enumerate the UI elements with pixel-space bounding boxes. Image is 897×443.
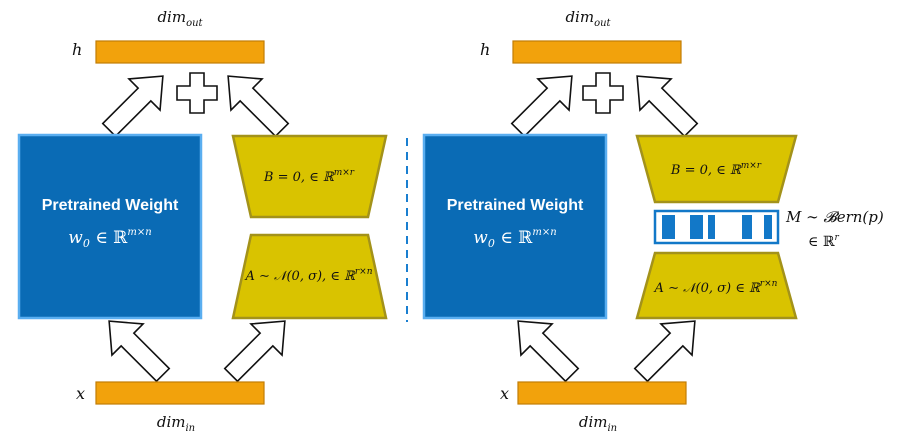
right-b-matrix xyxy=(635,134,798,204)
left-h-label: h xyxy=(72,40,82,59)
right-a-matrix xyxy=(635,251,798,320)
left-pretrained-title: Pretrained Weight xyxy=(42,197,179,214)
mask-cell xyxy=(662,215,675,239)
right-x-label: x xyxy=(500,384,509,403)
left-plus-sign xyxy=(176,72,218,114)
left-a-matrix xyxy=(231,233,388,320)
left-pretrained-weight-block xyxy=(17,133,203,320)
right-dim-in-label: dimin xyxy=(579,413,617,434)
left-panel: dimout h Pretrained Weight w0 ∈ ℝm×n B =… xyxy=(17,8,388,434)
left-w0-formula: w0 ∈ ℝm×n xyxy=(68,227,151,250)
left-input-bar xyxy=(95,381,265,405)
right-a-formula: A ∼ 𝒩(0, σ) ∈ ℝr×n xyxy=(654,279,778,296)
mask-cell xyxy=(742,215,752,239)
left-dim-out-label: dimout xyxy=(157,8,203,29)
mask-cell xyxy=(690,215,703,239)
left-dim-in-label: dimin xyxy=(157,413,195,434)
right-w0-formula: w0 ∈ ℝm×n xyxy=(473,227,556,250)
dropout-mask-vector xyxy=(653,209,780,245)
right-arrow-to-output-2 xyxy=(620,59,708,147)
left-arrow-to-output-2 xyxy=(211,59,299,147)
right-plus-sign xyxy=(582,72,624,114)
left-arrow-to-output-1 xyxy=(92,59,180,147)
left-x-label: x xyxy=(76,384,85,403)
right-dim-out-label: dimout xyxy=(565,8,611,29)
right-arrow-to-output-1 xyxy=(501,59,589,147)
mask-cell xyxy=(764,215,772,239)
right-b-formula: B = 0, ∈ ℝm×r xyxy=(670,161,762,178)
left-a-formula: A ∼ 𝒩(0, σ), ∈ ℝr×n xyxy=(244,267,372,284)
left-output-bar xyxy=(95,40,265,64)
right-pretrained-weight-block xyxy=(422,133,608,320)
right-panel: dimout h Pretrained Weight w0 ∈ ℝm×n B =… xyxy=(422,8,884,434)
right-input-bar xyxy=(517,381,687,405)
right-output-bar xyxy=(512,40,682,64)
mask-space-label: ∈ ℝr xyxy=(808,233,839,250)
right-pretrained-title: Pretrained Weight xyxy=(447,197,584,214)
mask-outline xyxy=(653,209,780,245)
right-h-label: h xyxy=(480,40,490,59)
mask-cell xyxy=(708,215,715,239)
left-b-formula: B = 0, ∈ ℝm×r xyxy=(263,168,355,185)
left-b-matrix xyxy=(231,134,388,219)
mask-distribution-label: M ∼ 𝓑ern(p) xyxy=(785,208,884,226)
